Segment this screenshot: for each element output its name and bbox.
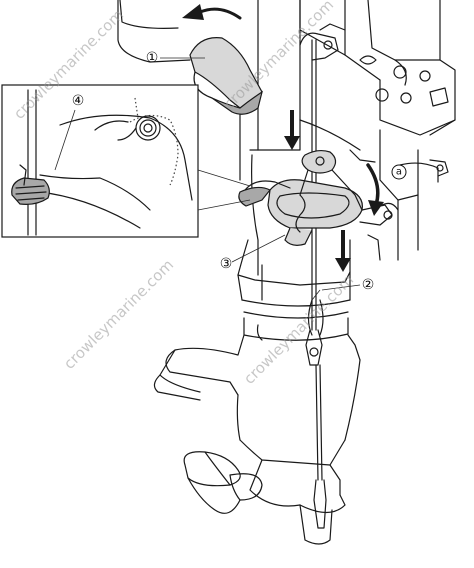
callout-4-label: ④ (72, 93, 85, 109)
motion-arrows (182, 4, 384, 272)
callout-2-label: ② (362, 277, 375, 293)
callout-4: ④ (72, 93, 85, 109)
upper-link-bracket (299, 23, 346, 61)
watermark-text: crowleymarine.com (60, 256, 177, 373)
callout-a: a (391, 164, 407, 180)
callout-a-label: a (396, 167, 402, 178)
callout-leaders (160, 57, 361, 301)
swivel-bracket (249, 119, 449, 261)
callout-1-label: ① (146, 50, 159, 66)
callout-3: ③ (220, 256, 233, 272)
detail-inset (1, 84, 251, 238)
callout-1: ① (146, 50, 159, 66)
lower-unit (153, 334, 361, 545)
shift-cam-assembly (238, 149, 399, 246)
callout-3-label: ③ (220, 256, 233, 272)
shaft-housing (237, 0, 361, 341)
callout-2: ② (362, 277, 375, 293)
shift-lever (189, 37, 263, 115)
